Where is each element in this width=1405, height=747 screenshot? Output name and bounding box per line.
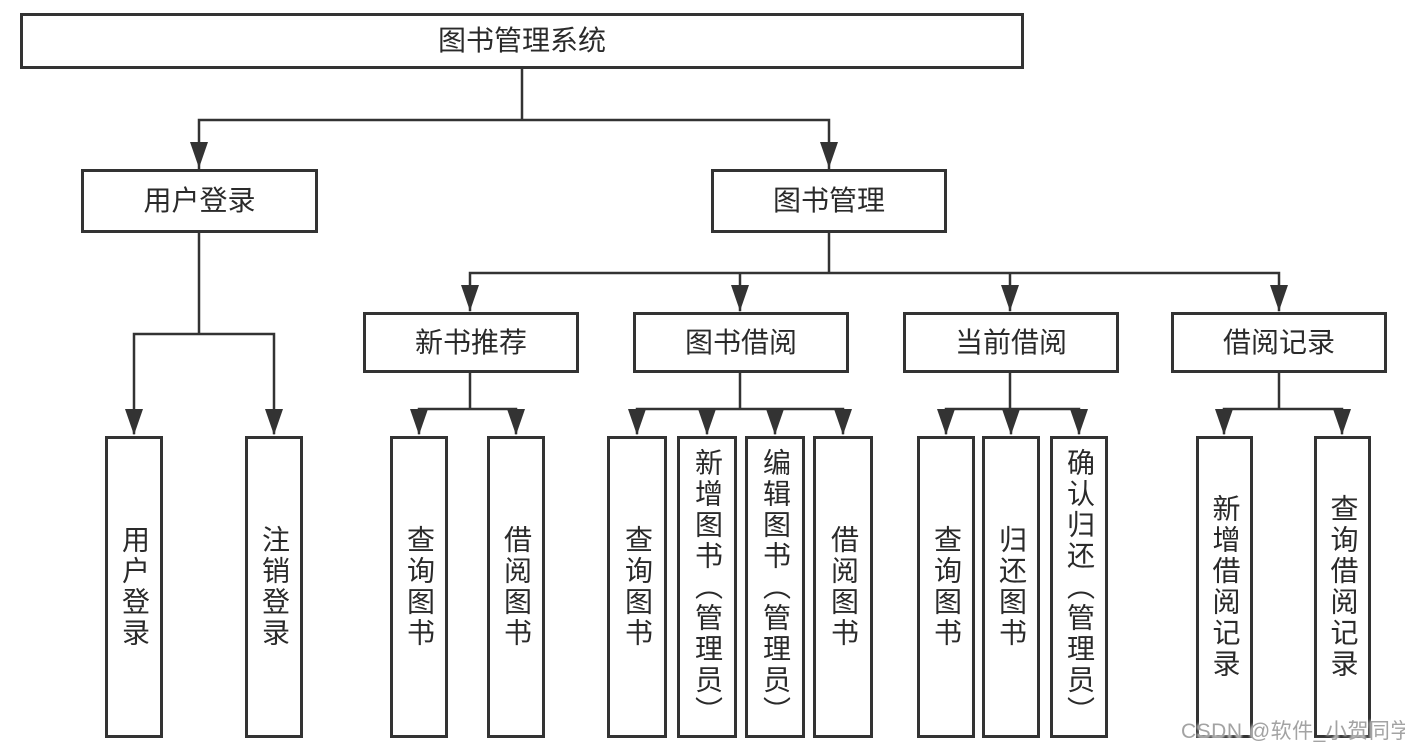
- node-add-books-admin: 新增图书（管理员）: [677, 436, 737, 738]
- node-label: 查询图书: [931, 525, 962, 649]
- arrowhead: [190, 142, 208, 168]
- arrowhead: [1002, 409, 1020, 435]
- node-label: 查询图书: [404, 525, 435, 649]
- node-label: 用户登录: [143, 185, 256, 216]
- node-confirm-return-admin: 确认归还（管理员）: [1050, 436, 1108, 738]
- node-return-books: 归还图书: [982, 436, 1040, 738]
- node-system-root: 图书管理系统: [20, 13, 1024, 69]
- arrowhead: [766, 409, 784, 435]
- node-book-borrow: 图书借阅: [633, 312, 849, 373]
- node-borrow-books-borrow: 借阅图书: [813, 436, 873, 738]
- arrowhead: [1333, 409, 1351, 435]
- node-add-borrow-record: 新增借阅记录: [1196, 436, 1253, 738]
- node-label: 借阅图书: [501, 525, 532, 649]
- arrowhead: [731, 285, 749, 311]
- node-query-books-recommend: 查询图书: [390, 436, 448, 738]
- node-label: 编辑图书（管理员）: [760, 447, 791, 727]
- arrowheads: [125, 142, 1351, 435]
- node-query-books-borrow: 查询图书: [607, 436, 667, 738]
- node-label: 归还图书: [996, 525, 1027, 649]
- arrowhead: [937, 409, 955, 435]
- connector-lines: [132, 67, 1344, 435]
- node-query-books-current: 查询图书: [917, 436, 975, 738]
- arrowhead: [820, 142, 838, 168]
- node-label: 当前借阅: [954, 326, 1067, 358]
- node-label: 新增借阅记录: [1209, 494, 1241, 680]
- arrowhead: [507, 409, 525, 435]
- arrowhead: [834, 409, 852, 435]
- node-logout: 注销登录: [245, 436, 303, 738]
- arrowhead: [265, 409, 283, 435]
- node-book-management: 图书管理: [711, 169, 947, 233]
- arrowhead: [1070, 409, 1088, 435]
- node-label: 借阅图书: [828, 525, 859, 649]
- node-label: 新书推荐: [414, 326, 527, 358]
- watermark-text: CSDN @软件_小贺同学: [1181, 720, 1405, 743]
- node-query-borrow-record: 查询借阅记录: [1314, 436, 1371, 738]
- arrowhead: [1270, 285, 1288, 311]
- arrowhead: [410, 409, 428, 435]
- node-new-book-recommend: 新书推荐: [363, 312, 579, 373]
- node-user-login: 用户登录: [81, 169, 318, 233]
- node-label: 图书管理: [772, 185, 885, 216]
- node-label: 借阅记录: [1222, 326, 1335, 358]
- node-user-login-leaf: 用户登录: [105, 436, 163, 738]
- node-edit-books-admin: 编辑图书（管理员）: [745, 436, 805, 738]
- node-borrow-records: 借阅记录: [1171, 312, 1387, 373]
- node-label: 确认归还（管理员）: [1064, 447, 1095, 727]
- arrowhead: [1001, 285, 1019, 311]
- arrowhead: [125, 409, 143, 435]
- node-current-borrow: 当前借阅: [903, 312, 1119, 373]
- arrowhead: [698, 409, 716, 435]
- node-label: 新增图书（管理员）: [692, 447, 723, 727]
- node-label: 查询图书: [622, 525, 653, 649]
- node-label: 用户登录: [119, 525, 150, 649]
- arrowhead: [1215, 409, 1233, 435]
- arrowhead: [461, 285, 479, 311]
- node-label: 图书管理系统: [437, 25, 606, 56]
- arrowhead: [628, 409, 646, 435]
- node-label: 图书借阅: [684, 326, 797, 358]
- node-borrow-books-recommend: 借阅图书: [487, 436, 545, 738]
- node-label: 查询借阅记录: [1327, 494, 1359, 680]
- node-label: 注销登录: [259, 525, 290, 649]
